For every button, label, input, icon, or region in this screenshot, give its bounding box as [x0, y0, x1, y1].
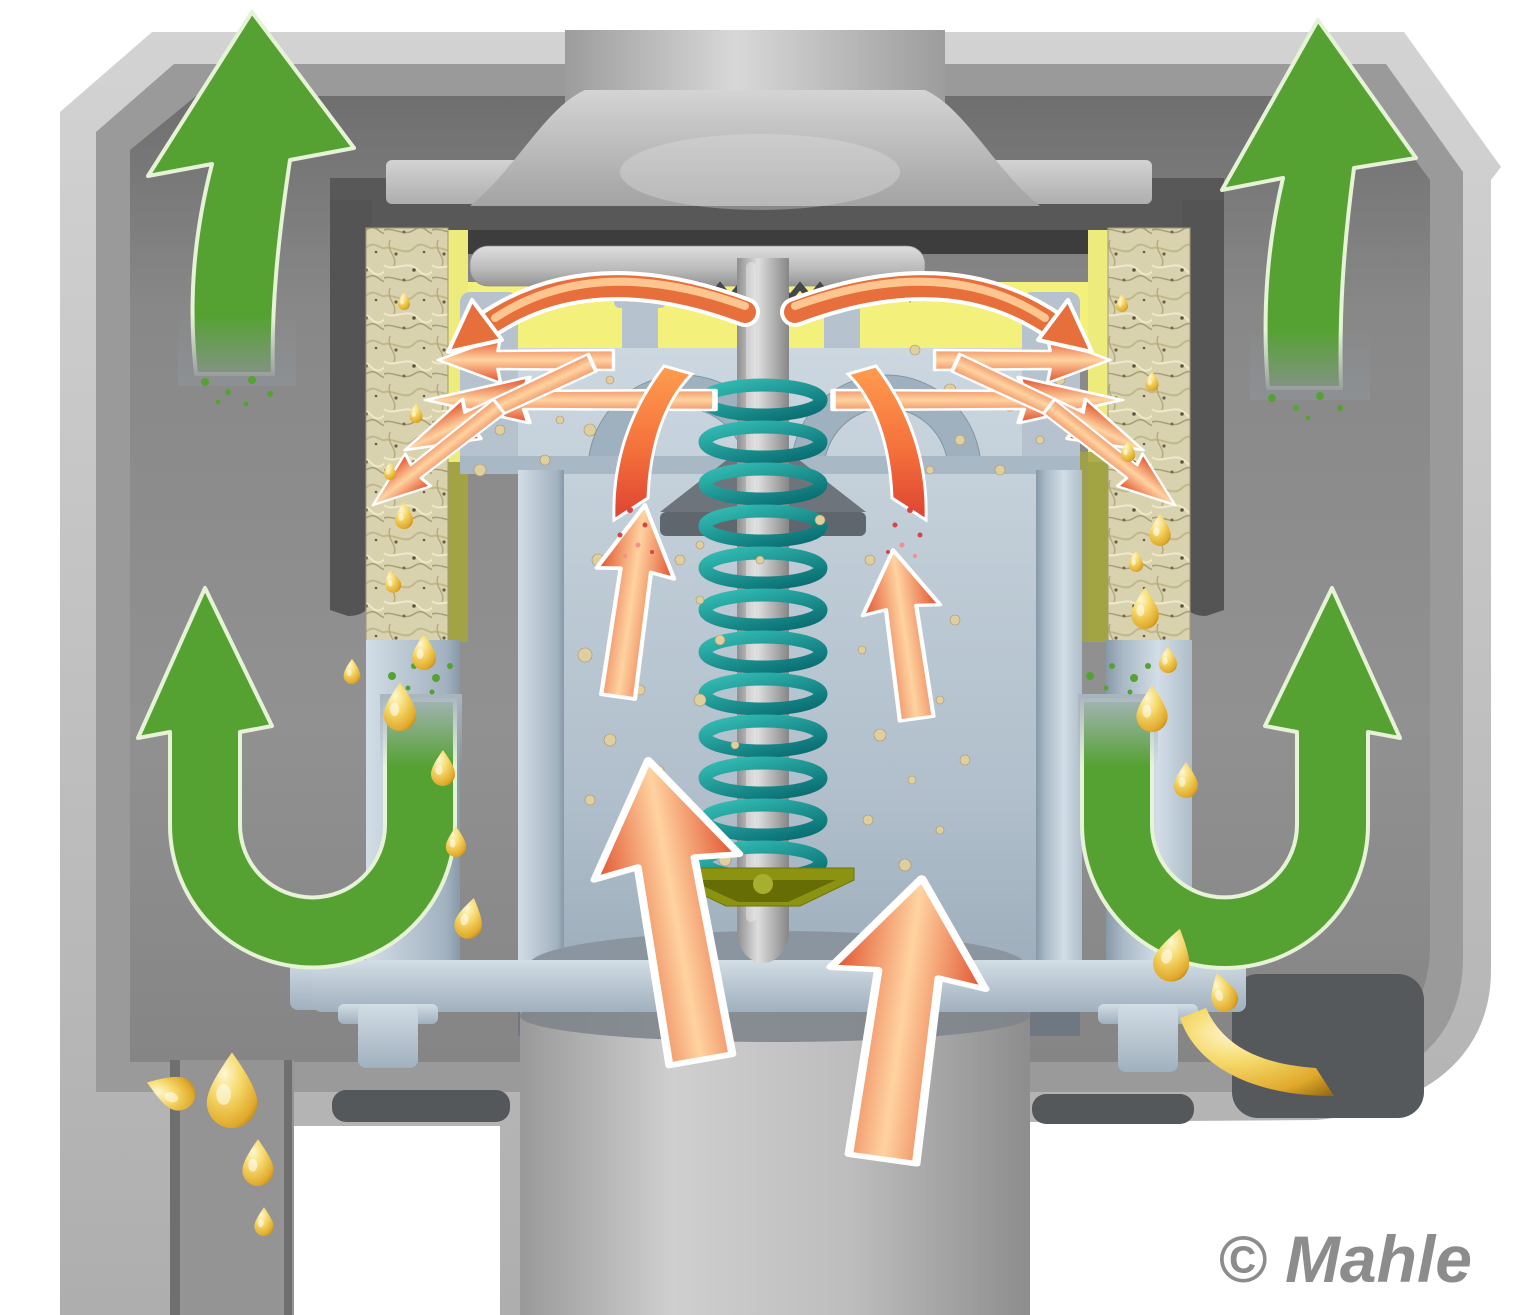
valve-assembly: [469, 245, 926, 963]
clean-gas-arrows: [136, 10, 1418, 970]
oil-droplets: [141, 292, 1334, 1236]
bottom-slot-left: [332, 1090, 510, 1122]
outlet-neck: [470, 30, 1040, 210]
cap-column-left: [330, 200, 372, 616]
housing-bottom: [170, 974, 1424, 1315]
cap-column-right: [1182, 200, 1224, 616]
bottom-flange: [290, 958, 1246, 1072]
oil-return-cavity: [1232, 974, 1424, 1118]
cup-wall-left: [518, 470, 564, 990]
watermark: © Mahle: [1218, 1222, 1472, 1296]
clean-gas-uturn-arrow-left: [136, 586, 457, 970]
flange-stub-left: [358, 1004, 418, 1068]
arch-arrow-right: [780, 271, 1094, 354]
channel-edge-left: [170, 1060, 180, 1315]
arch-arrow-left: [446, 271, 760, 354]
green-speckles: [201, 376, 1343, 695]
valve-stem: [737, 258, 789, 963]
flange-stub-right: [1118, 1004, 1178, 1072]
filter-backing-olive-left: [446, 462, 468, 642]
clean-gas-arrow-top-right: [1220, 18, 1418, 390]
flange-bar: [312, 960, 1232, 1012]
dome-highlight: [620, 134, 900, 210]
bottom-slot-right: [1032, 1094, 1194, 1124]
clean-gas-arrow-top-left: [146, 10, 356, 376]
flame-arrow-right: [845, 364, 928, 558]
clean-gas-uturn-arrow-right: [1080, 586, 1402, 970]
fade-top-right: [1250, 330, 1370, 400]
inlet-tube: [520, 1005, 1030, 1315]
channel-edge-right: [284, 1060, 292, 1315]
cup-wall-right: [1036, 470, 1082, 990]
flame-arrow-left: [612, 364, 695, 558]
fade-top-left: [178, 316, 296, 386]
retainer-hub: [753, 874, 773, 894]
dome: [470, 90, 1040, 206]
oil-pool-right: [1180, 1008, 1334, 1096]
blowby-gas-arrows: [358, 271, 1190, 1170]
